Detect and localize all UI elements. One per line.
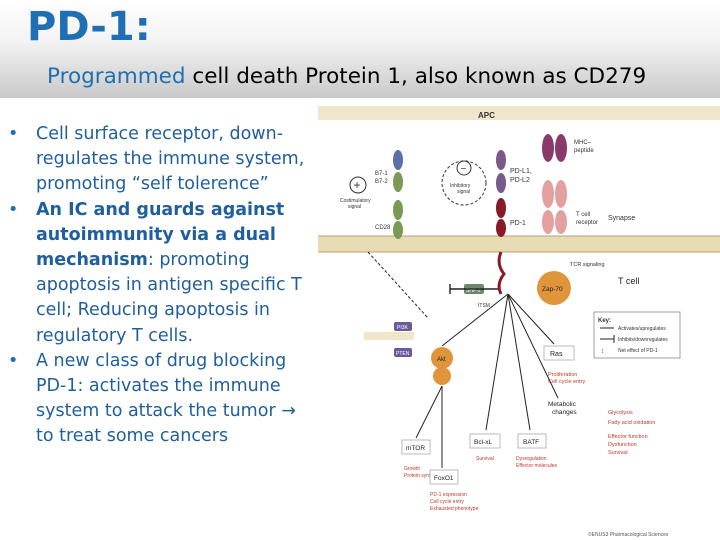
effector-line2: Dysfunction [608, 442, 637, 448]
minus-icon [456, 160, 472, 176]
prolif-line2: Cell cycle entry [548, 379, 586, 385]
bullet-text: An IC and guards against autoimmunity vi… [36, 199, 285, 271]
tcr-line1: T cell [576, 212, 590, 218]
shp2-label: SHP-2 [466, 288, 481, 294]
effector-line1: Effector function [608, 434, 648, 440]
inhib-line1: Inhibitory [450, 183, 471, 189]
key-item-1: Activates/upregulates [618, 326, 666, 332]
pd1-label: PD-1 [510, 220, 526, 227]
survival-label: Survival [476, 456, 494, 462]
bullet-dot-icon: • [8, 124, 19, 144]
bclxl-node [469, 433, 501, 449]
glycolysis-line2: Fatty acid oxidation [608, 420, 655, 426]
costim-line1: Costimulatory [340, 198, 371, 204]
key-title: Key: [598, 318, 611, 324]
key-box [593, 311, 681, 359]
effector-line3: Survival [608, 450, 628, 456]
pdl1-ligand [496, 150, 506, 193]
bullet-item: • Cell surface receptor, down-regulates t… [8, 122, 318, 198]
b71-label: B7-1 [375, 171, 388, 177]
prolif-line1: Proliferation [548, 372, 577, 378]
pd1-receptor [496, 198, 506, 295]
bullet-text: A new class of drug blocking PD-1: activ… [36, 350, 296, 447]
b7-ligand [393, 150, 403, 239]
subtitle-rest: cell death Protein 1, also known as CD27… [185, 64, 647, 89]
key-item-2: Inhibits/downregulates [618, 337, 668, 343]
bullet-item: • An IC and guards against autoimmunity v… [8, 198, 318, 349]
synapse-label: Synapse [608, 215, 635, 222]
bullet-dot-icon: • [8, 199, 19, 220]
ras-node [543, 345, 575, 361]
foxo-effect-3: Exhausted phenotype [430, 506, 479, 512]
zap70-label: Zap-70 [542, 286, 563, 293]
mtor-label: mTOR [406, 445, 425, 452]
tcell-label: T cell [618, 276, 639, 286]
foxo-effect-1: PD-1 expression [430, 492, 467, 498]
itsm-label: ITSM [478, 303, 490, 309]
pd1-pathway-diagram: APC Synapse B7-1 B7-2 CD28 + Costimulato… [318, 98, 720, 540]
batf-effect-2: Effector molecules [516, 463, 558, 469]
mtor-effect-1: Growth [404, 466, 420, 472]
mhc-peptide [542, 134, 567, 162]
slide-subtitle: Programmed cell death Protein 1, also kn… [47, 64, 646, 89]
bullet-text: Cell surface receptor, down-regulates th… [36, 124, 305, 195]
mhc-line2: peptide [574, 148, 594, 154]
pten-label: PTEN [396, 351, 410, 357]
akt-label: Akt [437, 357, 446, 363]
batf-effect-1: Dysregulation [516, 456, 547, 462]
bullet-item: • A new class of drug blocking PD-1: acti… [8, 349, 318, 450]
bullet-text: : promoting apoptosis in antigen specifi… [36, 250, 302, 346]
apc-label: APC [478, 111, 495, 120]
tcr-line2: receptor [576, 220, 598, 226]
pathway-arrows [367, 251, 559, 468]
mtor-node [401, 439, 431, 455]
glycolysis-line1: Glycolysis [608, 410, 633, 416]
minus-sign: − [461, 164, 467, 175]
akt-node-lower [433, 367, 451, 385]
slide-title: PD-1: [27, 4, 151, 50]
slide-header: PD-1: Programmed cell death Protein 1, a… [0, 0, 720, 98]
cd28-label: CD28 [375, 225, 391, 231]
pten-node [394, 348, 412, 357]
lipid-band [364, 332, 414, 340]
key-item-3: Net effect of PD-1 [618, 348, 658, 354]
bullet-list: • Cell surface receptor, down-regulates t… [8, 122, 318, 450]
inhib-line2: signal [457, 189, 470, 195]
batf-label: BATF [523, 439, 539, 446]
costim-line2: signal [348, 204, 361, 210]
inhibitory-signal-circle [441, 160, 487, 206]
akt-node [431, 347, 453, 369]
pi3k-node [394, 322, 412, 331]
metabolic-line2: changes [552, 409, 577, 416]
bclxl-label: Bcl-xL [474, 439, 492, 446]
subtitle-highlight: Programmed [47, 64, 186, 89]
zap70-node [537, 271, 571, 305]
foxo-effect-2: Cell cycle entry [430, 499, 464, 505]
mhc-line1: MHC– [574, 140, 592, 146]
metabolic-line1: Metabolic [548, 401, 577, 408]
credit-label: ©ENUS3 Pharmacological Sciences [588, 531, 669, 538]
pdl2-label: PD-L2 [510, 177, 530, 184]
pdl1-label: PD-L1, [510, 168, 532, 175]
batf-node [517, 433, 547, 449]
plus-sign: + [354, 178, 361, 192]
tcell-membrane [318, 235, 720, 253]
foxo1-label: FoxO1 [434, 475, 454, 482]
apc-membrane-band [318, 106, 720, 120]
t-cell-receptor [542, 180, 567, 234]
plus-icon [349, 176, 367, 194]
key-net-effect-icon: ↕ [601, 348, 605, 355]
ras-label: Ras [550, 351, 563, 358]
tcr-signaling-label: TCR signaling [570, 262, 605, 268]
pi3k-label: PI3K [397, 325, 409, 331]
bullet-dot-icon: • [8, 350, 19, 371]
b72-label: B7-2 [375, 179, 388, 185]
foxo1-node [429, 469, 459, 485]
mtor-effect-2: Protein synthesis [404, 473, 443, 479]
